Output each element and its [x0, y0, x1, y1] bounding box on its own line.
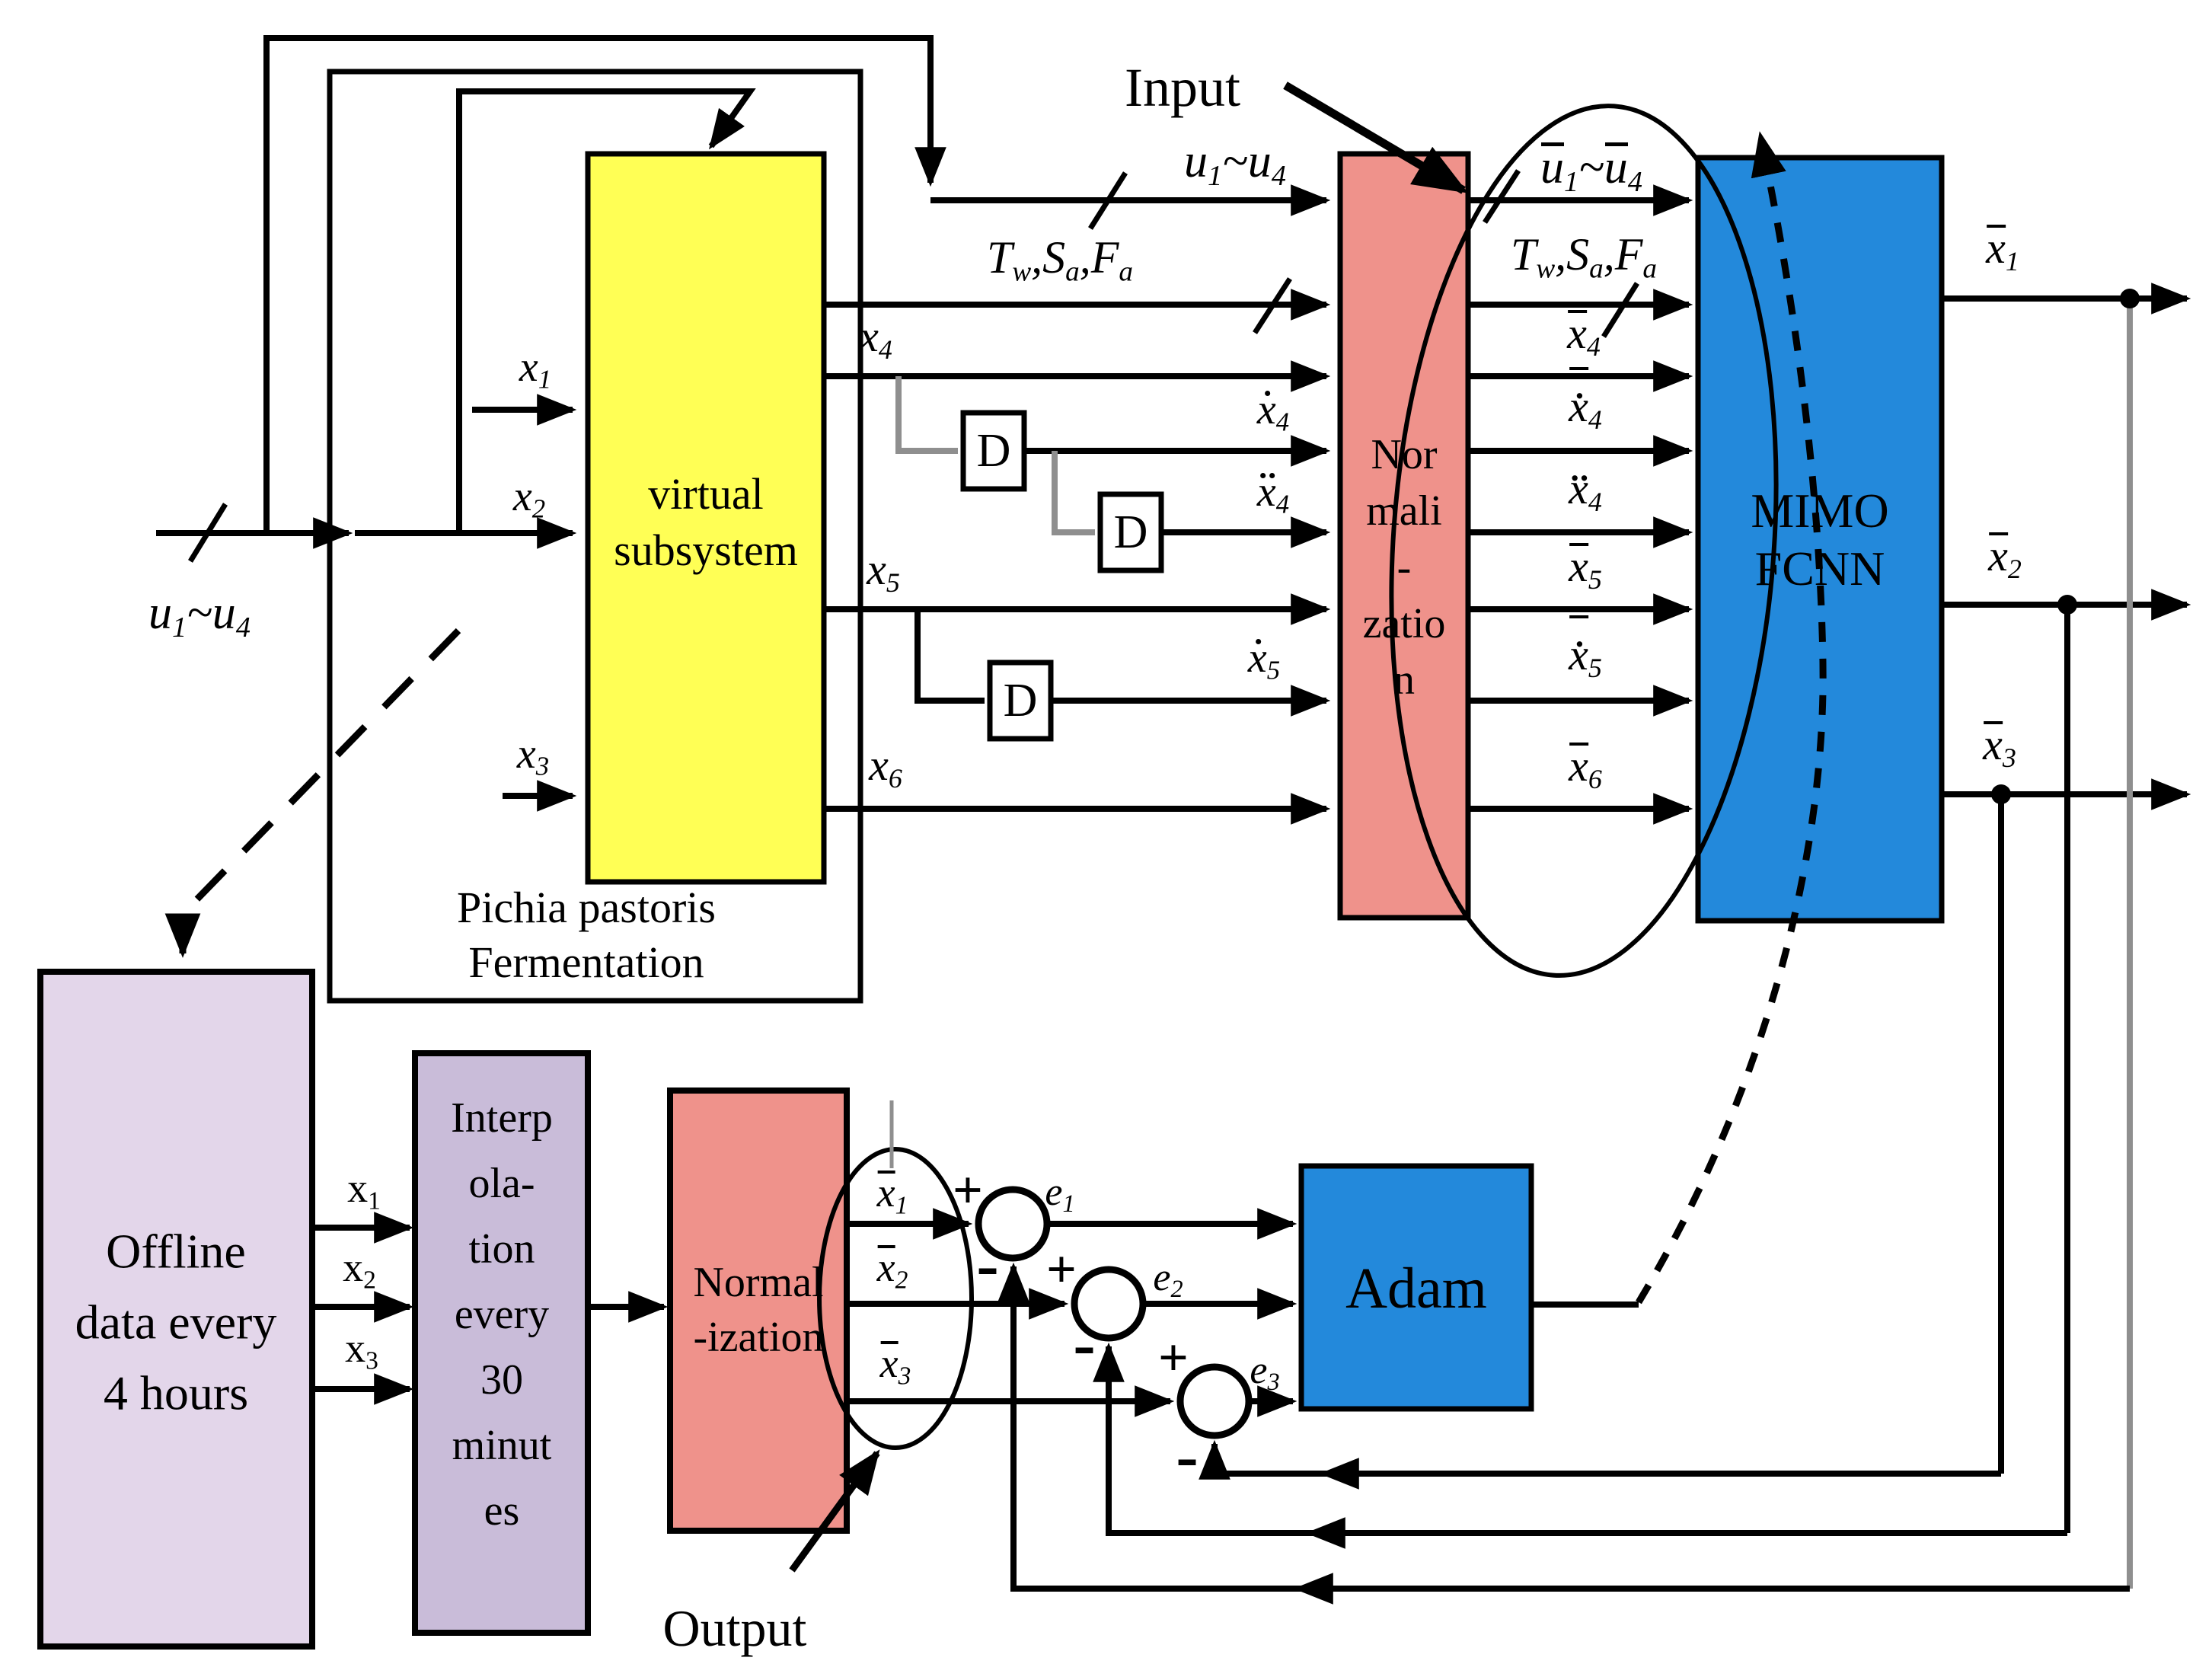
- normalized-output-ellipse: [817, 1147, 974, 1450]
- e2-label: e2: [1153, 1256, 1183, 1303]
- xdot4-derivative-tap: [1052, 451, 1095, 535]
- u-range-label-top: u1~u4: [1184, 136, 1286, 192]
- normalization-top-label: Nor mali - zatio n: [1362, 431, 1446, 704]
- x5-derivative-tap: [914, 609, 985, 704]
- interpolation-label: Interp ola- tion every 30 minut es: [451, 1094, 553, 1535]
- xbardot5-label: x·5: [1569, 615, 1602, 682]
- input-label: Input: [1125, 57, 1240, 118]
- x4-label: x4: [859, 311, 892, 366]
- e1-label: e1: [1045, 1171, 1075, 1218]
- output-label: Output: [662, 1599, 807, 1657]
- delay-block-2: [1097, 491, 1164, 573]
- delay-block-3: [987, 660, 1054, 742]
- delay-block-1-label: D: [976, 425, 1011, 477]
- e1-minus-sign: -: [976, 1228, 999, 1302]
- u-range-label-left: u1~u4: [148, 587, 251, 644]
- normalization-bottom-label: Normal -ization: [693, 1259, 824, 1361]
- e2-plus-sign: +: [1046, 1241, 1077, 1299]
- xbar2-feedback-to-e2: [1093, 1342, 1316, 1536]
- xbar3-feedback-to-e3: [1199, 1439, 1329, 1480]
- xdot4-label: x·4: [1256, 375, 1290, 437]
- delay-block-2-label: D: [1113, 506, 1148, 558]
- delay-block-1: [960, 410, 1027, 492]
- e2-minus-sign: -: [1073, 1308, 1096, 1381]
- e3-minus-sign: -: [1176, 1420, 1199, 1493]
- x2-offline-label: x2: [343, 1244, 376, 1295]
- interpolation-box: [412, 1050, 591, 1636]
- xbarddot4-label: x··4: [1569, 449, 1602, 516]
- xbar3-junction-dot: [1991, 784, 2011, 804]
- virtual-subsystem-label: virtual subsystem: [614, 469, 798, 575]
- x1-label: x1: [519, 343, 552, 394]
- virtual-subsystem-box: [585, 151, 827, 885]
- tsf-line-slash: [1253, 277, 1292, 334]
- xbar2-junction-dot: [2057, 595, 2077, 615]
- e1-plus-sign: +: [953, 1161, 983, 1220]
- mimo-fcnn-box: [1695, 155, 1945, 924]
- tsf-label-left: Tw,Sa,Fa: [986, 232, 1134, 288]
- adam-label: Adam: [1345, 1257, 1487, 1321]
- offline-sampling-dashed-line: [164, 628, 461, 958]
- e3-plus-sign: +: [1158, 1329, 1189, 1388]
- xddot4-label: x··4: [1256, 458, 1290, 519]
- delay-block-3-label: D: [1003, 675, 1038, 727]
- normalized-input-ellipse: [1389, 104, 1779, 978]
- tsf-norm-slash: [1601, 282, 1639, 338]
- x2-label: x2: [512, 473, 546, 524]
- adam-weight-update-dashed-path: [1636, 131, 1827, 1305]
- u-line-slash: [1088, 171, 1128, 230]
- x6-label: x6: [869, 740, 902, 794]
- u-bus-slash-left: [188, 503, 228, 563]
- x1-offline-label: x1: [347, 1165, 381, 1215]
- pichia-fermentation-label: Pichia pastoris Fermentation: [457, 883, 716, 987]
- xbardot4-label: x·4: [1569, 366, 1602, 433]
- offline-data-box: [37, 969, 315, 1650]
- u-outer-feedback-path: [263, 35, 946, 533]
- x3-label: x3: [516, 730, 550, 781]
- offline-data-label: Offline data every 4 hours: [75, 1224, 277, 1420]
- x4-derivative-tap: [895, 376, 958, 454]
- xbar1-feedback-to-e1: [997, 1262, 1304, 1592]
- e3-label: e3: [1250, 1349, 1280, 1396]
- ubar-slash: [1483, 169, 1521, 224]
- output-pointer-arrow: [789, 1449, 880, 1573]
- adam-box: [1298, 1163, 1534, 1412]
- tsf-label-right: Tw,Sa,Fa: [1510, 229, 1658, 285]
- xbar1-junction-dot: [2120, 289, 2140, 308]
- x5-label: x5: [867, 545, 900, 599]
- x3-offline-label: x3: [345, 1325, 378, 1375]
- mimo-fcnn-label: MIMO FCNN: [1751, 484, 1889, 596]
- u-inner-feedback-path: [456, 88, 756, 533]
- input-pointer-arrow: [1283, 81, 1469, 194]
- xdot5-label: x·5: [1247, 624, 1281, 685]
